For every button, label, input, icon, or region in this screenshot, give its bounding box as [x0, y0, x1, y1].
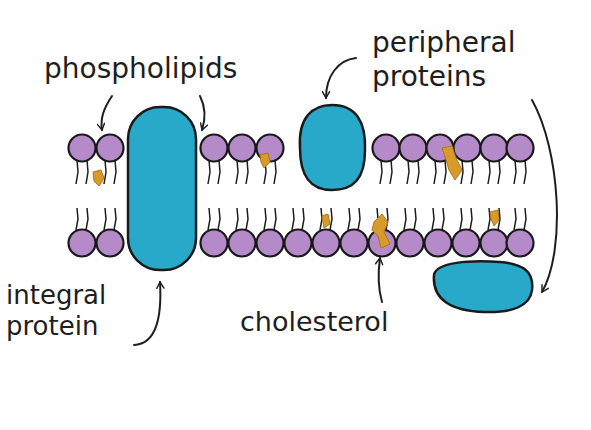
- lipid-tail: [86, 208, 88, 230]
- lipid-tail: [114, 160, 116, 184]
- lipid-tail: [444, 160, 446, 184]
- phospholipid-head: [481, 230, 508, 257]
- lipid-tail: [302, 208, 304, 230]
- lipid-tail: [246, 160, 248, 184]
- lipid-tail: [274, 160, 276, 184]
- leader-lines: [101, 58, 556, 345]
- lipid-tail: [470, 208, 472, 230]
- lipid-tail: [246, 208, 248, 230]
- phospholipid-head: [507, 230, 534, 257]
- phospholipid-head: [341, 230, 368, 257]
- phospholipid-head: [201, 230, 228, 257]
- phospholipid-head: [69, 230, 96, 257]
- phospholipid-head: [201, 135, 228, 162]
- integral-protein: [128, 107, 196, 270]
- lipid-tail: [524, 160, 526, 184]
- lipid-tail: [264, 208, 266, 230]
- lipid-tail: [236, 208, 238, 230]
- lipid-tail: [414, 208, 416, 230]
- lipid-tail: [390, 160, 392, 184]
- lipid-tail: [104, 160, 106, 184]
- part-label: integral protein: [6, 280, 136, 342]
- lipid-tail: [348, 208, 350, 230]
- phospholipid-head: [257, 230, 284, 257]
- phospholipid-head: [454, 135, 481, 162]
- phospholipid-head: [373, 135, 400, 162]
- lipid-tail: [292, 208, 294, 230]
- phospholipid-head: [481, 135, 508, 162]
- lipid-tail: [488, 208, 490, 230]
- part-label: peripheral proteins: [372, 26, 542, 93]
- lipid-tail: [236, 160, 238, 184]
- peripheral-protein: [300, 105, 365, 190]
- lipid-tail: [208, 208, 210, 230]
- lipid-tail: [218, 208, 220, 230]
- lipid-tail: [460, 208, 462, 230]
- peripheral-protein: [434, 261, 532, 312]
- lipid-tail: [104, 208, 106, 230]
- lipid-tail: [274, 208, 276, 230]
- phospholipid-head: [229, 230, 256, 257]
- lipid-tail: [514, 208, 516, 230]
- lipid-tail: [434, 160, 436, 184]
- lipid-tail: [76, 208, 78, 230]
- lipid-tail: [498, 160, 500, 184]
- lipid-tail: [358, 208, 360, 230]
- phospholipid-head: [453, 230, 480, 257]
- lipid-tail: [76, 160, 78, 184]
- lipid-tail: [218, 160, 220, 184]
- part-label: phospholipids: [44, 52, 284, 86]
- part-label: cholesterol: [240, 306, 440, 338]
- lipid-tail: [407, 160, 409, 184]
- lipid-tail: [461, 160, 463, 184]
- lipid-tail: [417, 160, 419, 184]
- phospholipid-head: [425, 230, 452, 257]
- lipid-tail: [432, 208, 434, 230]
- phospholipid-head: [97, 135, 124, 162]
- lipid-tail: [114, 208, 116, 230]
- lipid-tail: [488, 160, 490, 184]
- phospholipid-head: [400, 135, 427, 162]
- phospholipid-head: [285, 230, 312, 257]
- lipid-tail: [471, 160, 473, 184]
- lipid-tail: [86, 160, 88, 184]
- lipid-tail: [524, 208, 526, 230]
- phospholipid-head: [97, 230, 124, 257]
- lipid-tail: [330, 208, 332, 230]
- phospholipid-head: [229, 135, 256, 162]
- lipid-tail: [514, 160, 516, 184]
- phospholipid-head: [69, 135, 96, 162]
- lipid-tail: [208, 160, 210, 184]
- phospholipid-head: [507, 135, 534, 162]
- lipid-tail: [442, 208, 444, 230]
- lipid-tail: [320, 208, 322, 230]
- phospholipid-head: [397, 230, 424, 257]
- lipid-tail: [380, 160, 382, 184]
- phospholipid-head: [313, 230, 340, 257]
- lipid-tail: [404, 208, 406, 230]
